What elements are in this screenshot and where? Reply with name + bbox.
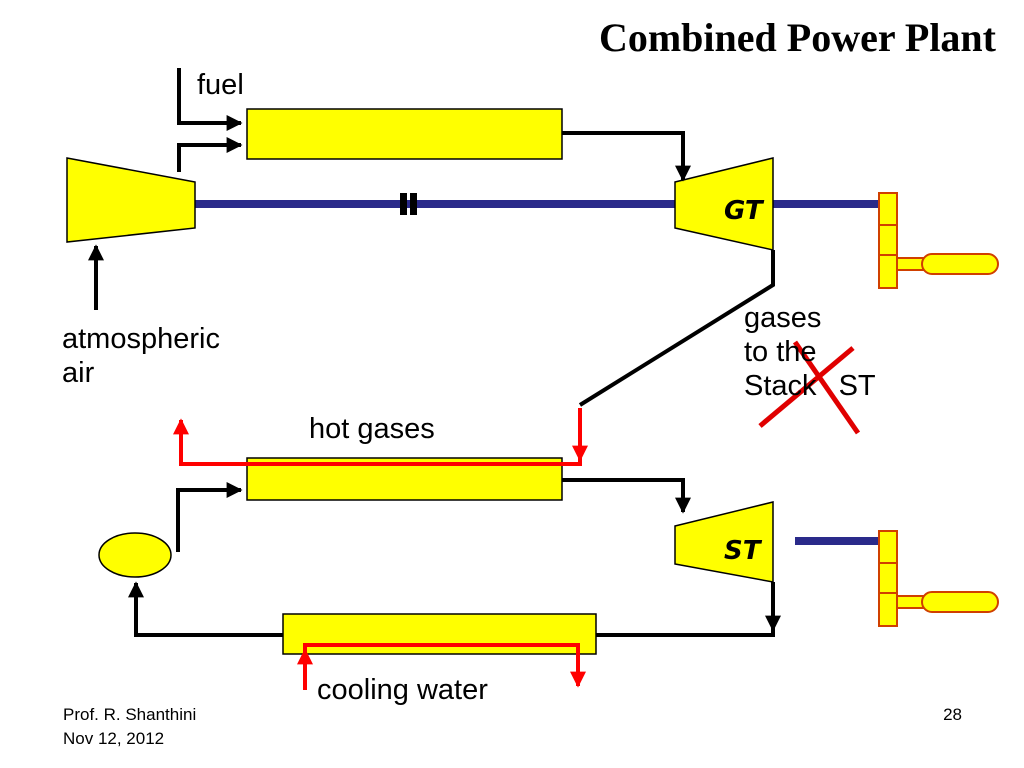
feedwater-line [176,482,243,552]
page-number: 28 [943,705,962,724]
fuel-line [177,68,243,131]
stack-label-line1: gases [744,302,822,334]
stack-label-st: ST [838,370,876,402]
slide-title: Combined Power Plant [598,15,996,60]
condensate-line [128,581,283,637]
generator-gt [878,192,999,289]
stack-label-line2: to the [744,336,817,368]
feed-pump [98,532,172,578]
st-exhaust-line [596,582,775,637]
gt-exhaust-line [578,250,775,407]
combustion-chamber [246,108,563,160]
combustor-to-gt-line [562,131,691,182]
gt-label: GT [724,196,763,226]
stack-label-line3: Stack ST [744,369,876,403]
compressor [66,157,196,243]
shaft-coupling [400,193,407,215]
stack-label-stack: Stack [744,370,817,402]
condenser [282,613,597,655]
air-label-line1: atmospheric [62,323,220,355]
stack-label: gases to the Stack ST [744,301,876,403]
footer-author: Prof. R. Shanthini [63,705,197,724]
compressed-air-line [177,137,243,172]
hot-gases-label: hot gases [309,413,435,445]
footer-date: Nov 12, 2012 [63,729,165,748]
footer-author-block: Prof. R. Shanthini Nov 12, 2012 [63,703,196,751]
generator-st [878,530,999,627]
hot-gas-line [173,408,582,466]
steam-line [562,478,691,514]
air-label: atmospheric air [62,322,220,390]
air-label-line2: air [62,357,95,389]
st-label: ST [724,536,761,566]
cooling-water-label: cooling water [317,674,488,706]
fuel-label: fuel [197,69,244,101]
stack-cross-mark [758,340,861,435]
shaft-coupling [410,193,417,215]
